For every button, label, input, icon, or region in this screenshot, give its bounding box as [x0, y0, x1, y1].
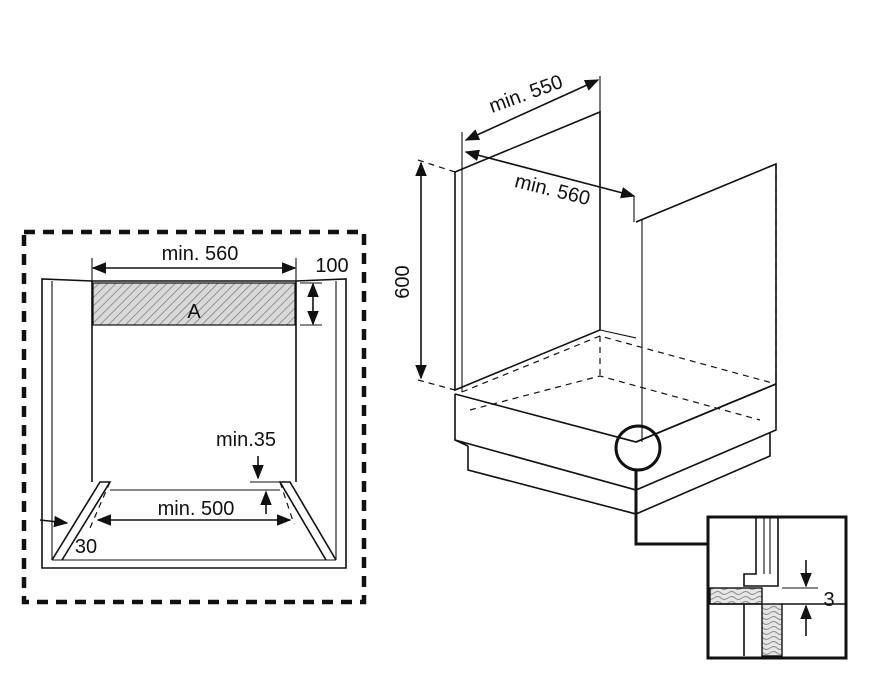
corner-label: 30 [75, 536, 97, 558]
cabinet-view: min. 550 min. 560 600 [392, 71, 777, 546]
right-side-panel [635, 162, 777, 443]
area-a-label: A [187, 301, 201, 323]
detail-circle [614, 424, 662, 472]
inner-width-label: min. 560 [513, 170, 593, 210]
area-a-hatch [92, 282, 296, 326]
front-view: A min. 560 100 min.35 min. 500 30 [21, 229, 367, 605]
left-side-panel [454, 110, 601, 392]
height-label: 600 [392, 265, 414, 298]
top-depth-label-550: min. 550 [486, 71, 566, 118]
top-depth-dimension-550 [464, 79, 600, 141]
gap-label: min.35 [216, 429, 276, 451]
detail-gap-label: 3 [823, 589, 834, 611]
corner-arrow [39, 515, 69, 528]
outer-dashed-boundary [21, 229, 367, 605]
detail-leader [634, 470, 708, 546]
detail-view: 3 [706, 515, 848, 660]
front-width-label: min. 560 [162, 243, 239, 265]
top-depth-label: 100 [315, 255, 348, 277]
inner-width-dimension [464, 149, 636, 199]
bottom-width-label: min. 500 [158, 498, 235, 520]
